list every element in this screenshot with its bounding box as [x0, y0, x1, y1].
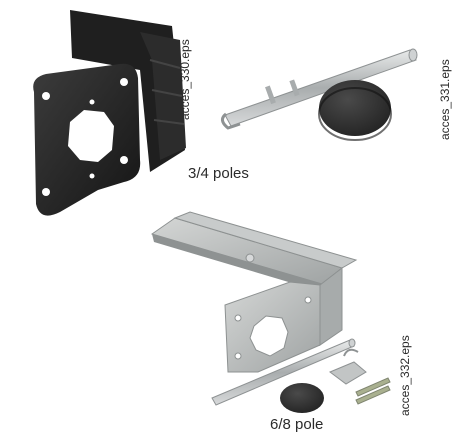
caption-3-4-poles: 3/4 poles: [188, 165, 249, 182]
shaft-icon: [211, 338, 356, 406]
bracket-icon: [150, 211, 358, 373]
cap-icon: [318, 80, 392, 141]
file-label-331: acces_331.eps: [438, 59, 452, 140]
file-label-330: acces_330.eps: [178, 39, 192, 120]
cap-icon: [280, 383, 324, 413]
shaft-icon: [221, 48, 418, 130]
mounting-plate-icon: [33, 10, 186, 216]
caption-6-8-pole: 6/8 pole: [270, 416, 324, 433]
clip-icon: [329, 348, 391, 405]
file-label-332: acces_332.eps: [398, 335, 412, 416]
